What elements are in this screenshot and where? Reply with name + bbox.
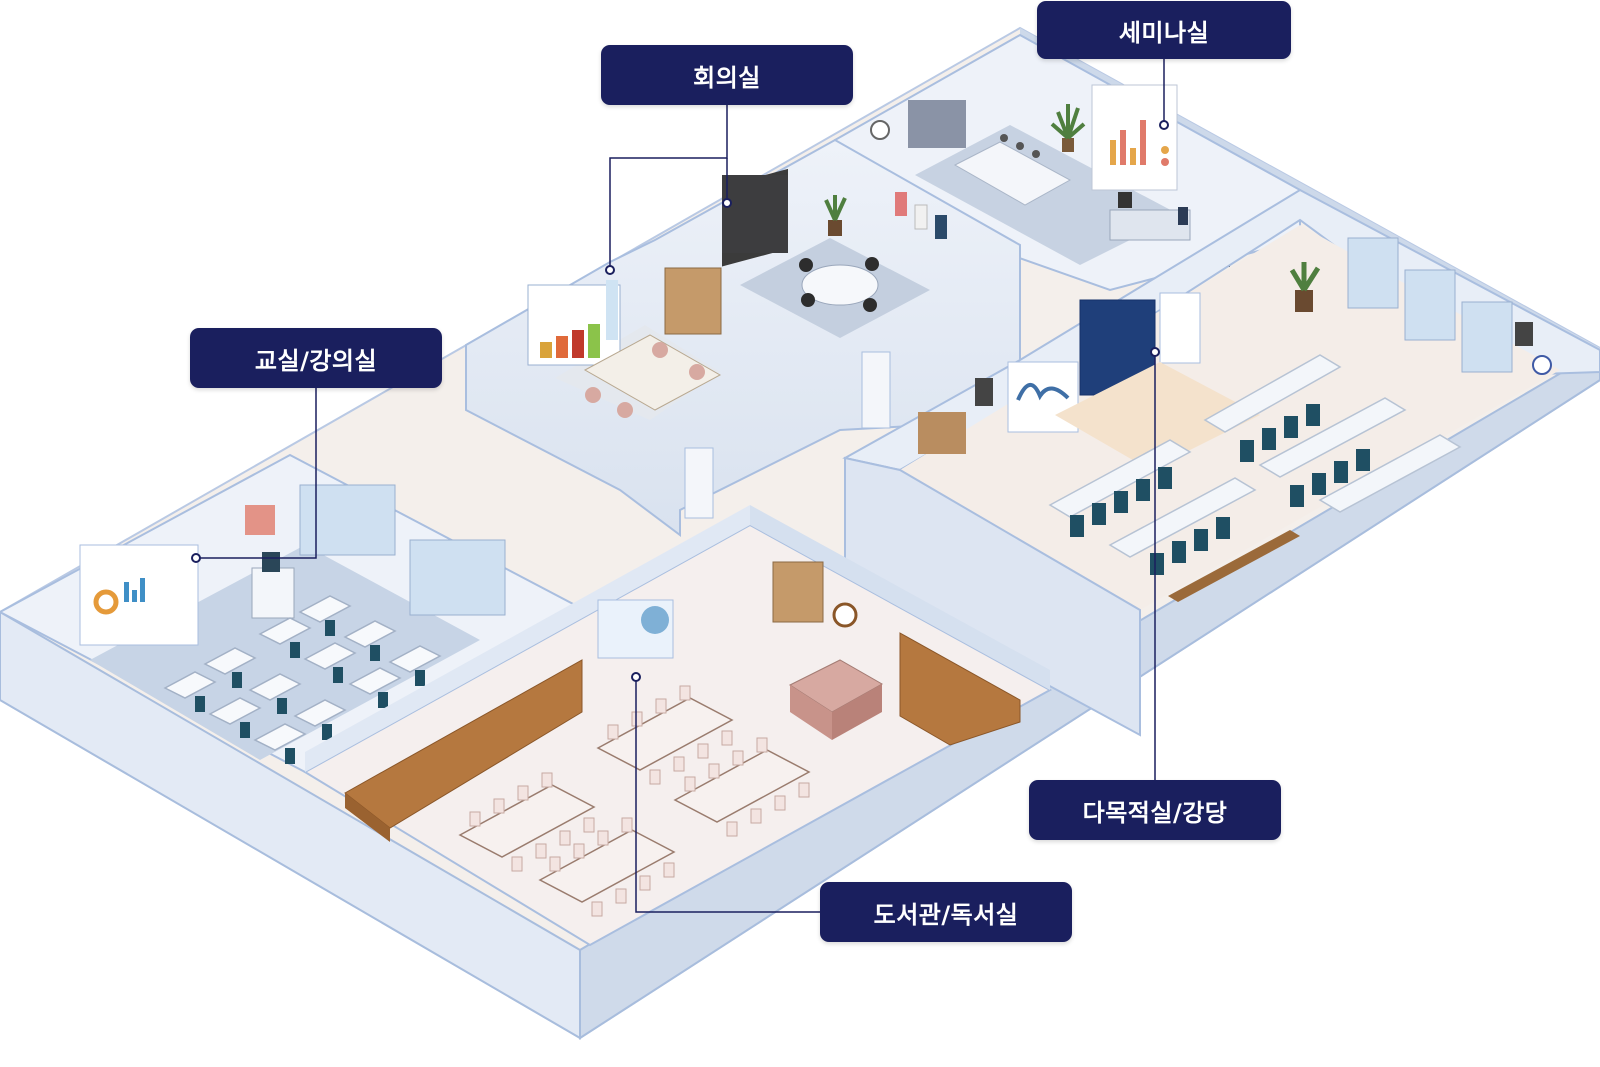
- plant-icon: [1289, 262, 1321, 312]
- label-meeting-room: 회의실: [601, 45, 853, 105]
- speaker-icon: [975, 378, 993, 406]
- label-classroom: 교실/강의실: [190, 328, 442, 388]
- meeting-rooms: [465, 138, 1021, 537]
- multipurpose-hall: [842, 188, 1600, 737]
- label-library: 도서관/독서실: [820, 882, 1072, 942]
- label-seminar-room: 세미나실: [1037, 1, 1291, 59]
- chart-board-icon: [1091, 84, 1178, 191]
- plant-icon: [824, 195, 847, 236]
- cork-board-icon: [918, 412, 966, 454]
- leader-classroom: [196, 388, 317, 559]
- monitor-icon: [1118, 192, 1132, 208]
- clock-icon: [832, 602, 858, 628]
- library: [303, 505, 1053, 947]
- leader-lines: [196, 59, 1165, 913]
- label-multipurpose-hall: 다목적실/강당: [1029, 780, 1281, 840]
- speaker-icon: [1515, 322, 1533, 346]
- notice-board-icon: [908, 100, 966, 148]
- clock-icon: [870, 120, 890, 140]
- clock-icon: [1532, 355, 1552, 375]
- leader-meeting-left: [609, 105, 728, 268]
- leader-dots: [191, 120, 1169, 682]
- leader-library: [635, 677, 820, 913]
- monitor-icon: [262, 552, 280, 572]
- plant-icon: [1050, 104, 1086, 152]
